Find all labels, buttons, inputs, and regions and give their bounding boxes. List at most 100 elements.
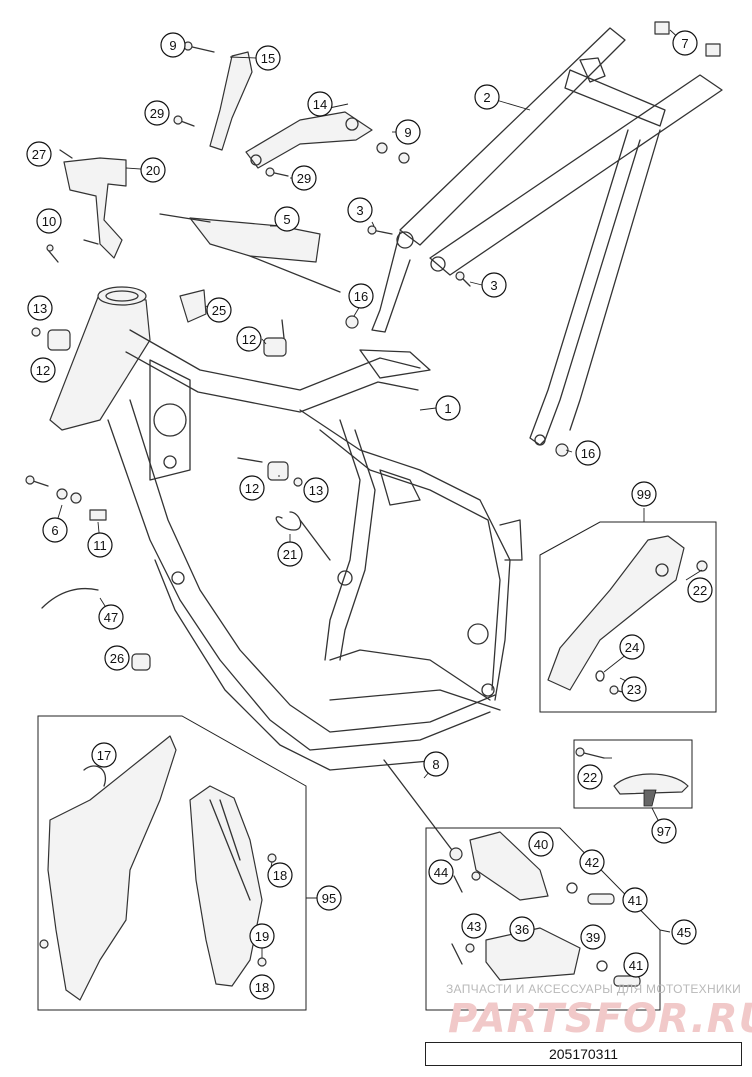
- callout-21: 21: [277, 541, 303, 567]
- callout-22-lower: 22: [577, 764, 603, 790]
- callout-44: 44: [428, 859, 454, 885]
- svg-text:41: 41: [629, 958, 643, 973]
- diagram-number-box: 205170311: [425, 1042, 742, 1066]
- svg-text:47: 47: [104, 610, 118, 625]
- svg-text:44: 44: [434, 865, 448, 880]
- svg-text:29: 29: [150, 106, 164, 121]
- callout-41-top: 41: [622, 887, 648, 913]
- svg-text:15: 15: [261, 51, 275, 66]
- callout-39: 39: [580, 924, 606, 950]
- callout-99: 99: [631, 481, 657, 507]
- callout-13-left: 13: [27, 295, 53, 321]
- svg-text:29: 29: [297, 171, 311, 186]
- callout-12-left: 12: [30, 357, 56, 383]
- small-parts: [25, 21, 721, 861]
- svg-text:42: 42: [585, 855, 599, 870]
- callout-8: 8: [423, 751, 449, 777]
- svg-text:21: 21: [283, 547, 297, 562]
- svg-text:39: 39: [586, 930, 600, 945]
- callout-26: 26: [104, 645, 130, 671]
- svg-text:7: 7: [681, 36, 688, 51]
- part-99-chain-guide: [547, 535, 708, 697]
- callout-3-top: 3: [347, 197, 373, 223]
- svg-text:9: 9: [404, 125, 411, 140]
- callout-97: 97: [651, 818, 677, 844]
- watermark-logo: PARTSFOR.RU: [448, 996, 752, 1042]
- svg-text:16: 16: [354, 289, 368, 304]
- callout-6: 6: [42, 517, 68, 543]
- svg-text:95: 95: [322, 891, 336, 906]
- group-99-box: [539, 521, 717, 713]
- svg-text:6: 6: [51, 523, 58, 538]
- callout-16-right: 16: [575, 440, 601, 466]
- callout-11: 11: [87, 532, 113, 558]
- callout-24: 24: [619, 634, 645, 660]
- watermark-caption: ЗАПЧАСТИ И АКСЕССУАРЫ ДЛЯ МОТОТЕХНИКИ: [446, 982, 742, 996]
- svg-text:45: 45: [677, 925, 691, 940]
- callout-17: 17: [91, 742, 117, 768]
- part-97-chain-slider: [575, 747, 689, 807]
- callout-12-mid: 12: [236, 326, 262, 352]
- svg-text:18: 18: [255, 980, 269, 995]
- svg-text:24: 24: [625, 640, 639, 655]
- svg-text:10: 10: [42, 214, 56, 229]
- svg-text:12: 12: [242, 332, 256, 347]
- part-45-footrests: [451, 831, 641, 987]
- svg-text:18: 18: [273, 868, 287, 883]
- main-frame: [49, 286, 523, 771]
- callout-25: 25: [206, 297, 232, 323]
- svg-text:1: 1: [444, 401, 451, 416]
- svg-text:3: 3: [356, 203, 363, 218]
- svg-text:22: 22: [583, 770, 597, 785]
- callout-15: 15: [255, 45, 281, 71]
- callout-43: 43: [461, 913, 487, 939]
- svg-text:41: 41: [628, 893, 642, 908]
- callout-22-right: 22: [687, 577, 713, 603]
- callout-36: 36: [509, 916, 535, 942]
- callout-18-lower: 18: [249, 974, 275, 1000]
- svg-text:12: 12: [245, 481, 259, 496]
- callout-5: 5: [274, 206, 300, 232]
- callout-1: 1: [435, 395, 461, 421]
- diagram-number: 205170311: [548, 1046, 619, 1062]
- svg-text:16: 16: [581, 446, 595, 461]
- svg-text:25: 25: [212, 303, 226, 318]
- svg-text:8: 8: [432, 757, 439, 772]
- callout-16-top: 16: [348, 283, 374, 309]
- callout-10: 10: [36, 208, 62, 234]
- callout-12-lower: 12: [239, 475, 265, 501]
- callout-2: 2: [474, 84, 500, 110]
- callout-29-top: 29: [144, 100, 170, 126]
- svg-text:40: 40: [534, 837, 548, 852]
- svg-text:97: 97: [657, 824, 671, 839]
- svg-text:11: 11: [93, 538, 107, 553]
- callout-45: 45: [671, 919, 697, 945]
- svg-text:3: 3: [490, 278, 497, 293]
- subframe: [371, 27, 723, 446]
- svg-text:22: 22: [693, 583, 707, 598]
- svg-text:14: 14: [313, 97, 327, 112]
- callout-41-lower: 41: [623, 952, 649, 978]
- callout-27: 27: [26, 141, 52, 167]
- svg-text:13: 13: [309, 483, 323, 498]
- svg-text:2: 2: [483, 90, 490, 105]
- svg-text:5: 5: [283, 212, 290, 227]
- group-45-box: [425, 827, 661, 1011]
- group-97-box: [573, 739, 693, 809]
- callout-14: 14: [307, 91, 333, 117]
- svg-text:12: 12: [36, 363, 50, 378]
- callout-23: 23: [621, 676, 647, 702]
- callout-18-top: 18: [267, 862, 293, 888]
- svg-text:27: 27: [32, 147, 46, 162]
- svg-text:13: 13: [33, 301, 47, 316]
- callout-47: 47: [98, 604, 124, 630]
- svg-text:19: 19: [255, 929, 269, 944]
- callout-40: 40: [528, 831, 554, 857]
- callout-20: 20: [140, 157, 166, 183]
- callout-19: 19: [249, 923, 275, 949]
- svg-text:43: 43: [467, 919, 481, 934]
- svg-text:23: 23: [627, 682, 641, 697]
- svg-text:26: 26: [110, 651, 124, 666]
- svg-text:9: 9: [169, 38, 176, 53]
